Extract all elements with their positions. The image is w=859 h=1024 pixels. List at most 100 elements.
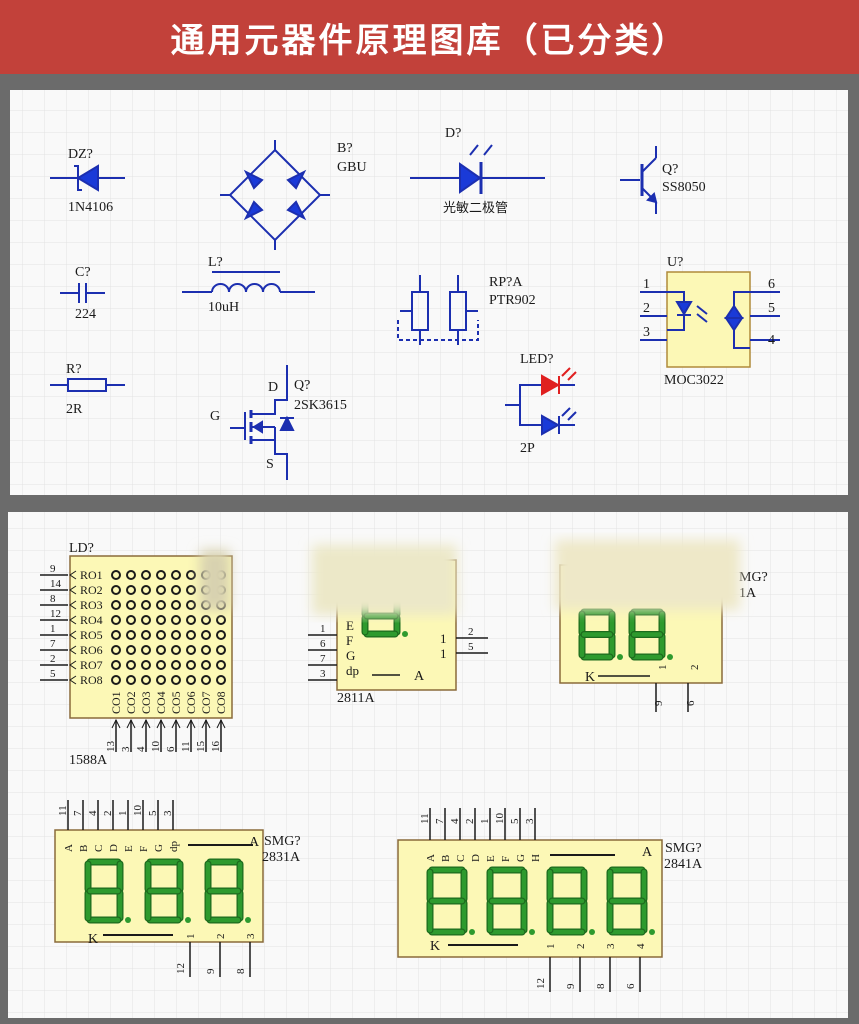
- matrix-led-dot: [201, 630, 211, 640]
- page-title: 通用元器件原理图库（已分类）: [0, 0, 859, 74]
- matrix-led-dot: [156, 645, 166, 655]
- pin-number: 6: [625, 983, 637, 989]
- optocoupler-value: MOC3022: [664, 373, 724, 388]
- pin-number: 10: [132, 805, 144, 817]
- photodiode-symbol: [410, 144, 545, 194]
- pin-number: 7: [72, 810, 84, 816]
- seg1-value: 2811A: [337, 691, 375, 706]
- pin-number: 2: [50, 653, 56, 665]
- led-pair-symbol: [505, 367, 577, 436]
- matrix-led-dot: [216, 630, 226, 640]
- mosfet-source-label: S: [266, 457, 274, 472]
- pin-arrow: [69, 675, 77, 685]
- matrix-led-dot: [111, 675, 121, 685]
- pin-number: 5: [468, 641, 474, 653]
- seg1-common: A: [414, 669, 425, 684]
- pin-number: 7: [320, 653, 326, 665]
- digit-label: 3: [605, 943, 617, 949]
- pin-number: 9: [205, 968, 217, 974]
- bridge-designator: B?: [337, 141, 353, 156]
- matrix-led-dot: [186, 585, 196, 595]
- matrix-led-dot: [126, 615, 136, 625]
- matrix-row-label: RO2: [80, 583, 103, 597]
- pin-arrow: [111, 718, 121, 729]
- matrix-led-dot: [216, 675, 226, 685]
- segment-label: F: [346, 633, 353, 648]
- pin-arrow: [69, 630, 77, 640]
- segment-label: C: [455, 855, 467, 862]
- segment-label: D: [470, 854, 482, 862]
- segment-label: A: [63, 844, 75, 852]
- pin-arrow: [216, 718, 226, 729]
- decimal-point: [649, 929, 655, 935]
- zener-designator: DZ?: [68, 147, 93, 162]
- bridge-rectifier-symbol: [220, 140, 330, 250]
- matrix-col-label: CO1: [109, 691, 123, 714]
- matrix-col-label: CO4: [154, 691, 168, 714]
- matrix-led-dot: [111, 570, 121, 580]
- pin-arrow: [69, 660, 77, 670]
- pin-number: 1: [320, 623, 326, 635]
- matrix-led-dot: [156, 585, 166, 595]
- photodiode-designator: D?: [445, 126, 461, 141]
- pin-number: 12: [50, 608, 61, 620]
- matrix-led-dot: [141, 645, 151, 655]
- matrix-led-dot: [216, 660, 226, 670]
- transistor-designator: Q?: [662, 162, 678, 177]
- pin-number: 16: [210, 741, 222, 753]
- pin-arrow: [126, 718, 136, 729]
- digit-label: 1: [657, 665, 669, 671]
- pin-number: 10: [494, 813, 506, 825]
- matrix-row-label: RO3: [80, 598, 103, 612]
- matrix-led-dot: [156, 675, 166, 685]
- decimal-point: [125, 917, 131, 923]
- decimal-point: [589, 929, 595, 935]
- blurred-region: [200, 540, 740, 615]
- matrix-row-label: RO1: [80, 568, 103, 582]
- matrix-led-dot: [171, 645, 181, 655]
- photodiode-value: 光敏二极管: [443, 201, 508, 216]
- pin-number: 8: [50, 593, 56, 605]
- pin-number: 3: [120, 746, 132, 752]
- matrix-led-dot: [141, 675, 151, 685]
- segment-label: B: [78, 845, 90, 852]
- matrix-led-dot: [111, 660, 121, 670]
- seg4-anode: A: [642, 845, 653, 860]
- pin-number: 4: [449, 818, 461, 824]
- matrix-led-dot: [171, 660, 181, 670]
- matrix-row-label: RO8: [80, 673, 103, 687]
- digit-label: 2: [575, 944, 587, 950]
- matrix-led-dot: [111, 630, 121, 640]
- decimal-point: [667, 654, 673, 660]
- matrix-led-dot: [126, 660, 136, 670]
- inductor-symbol: [182, 271, 315, 293]
- decimal-point: [529, 929, 535, 935]
- transistor-value: SS8050: [662, 180, 706, 195]
- matrix-col-label: CO3: [139, 691, 153, 714]
- matrix-led-dot: [111, 645, 121, 655]
- potentiometer-value: PTR902: [489, 293, 536, 308]
- matrix-led-dot: [111, 615, 121, 625]
- matrix-led-dot: [171, 675, 181, 685]
- pin-number: 8: [235, 968, 247, 974]
- matrix-led-dot: [186, 570, 196, 580]
- matrix-row-label: RO4: [80, 613, 103, 627]
- matrix-led-dot: [171, 570, 181, 580]
- decimal-point: [245, 917, 251, 923]
- matrix-led-dot: [141, 615, 151, 625]
- optocoupler-symbol: [640, 271, 780, 368]
- segment-label: D: [108, 844, 120, 852]
- opto-pin: 5: [768, 301, 775, 316]
- matrix-led-dot: [201, 615, 211, 625]
- segment-label: G: [346, 648, 355, 663]
- pin-number: 11: [57, 805, 69, 816]
- opto-pin: 4: [768, 333, 775, 348]
- segment-label: G: [515, 854, 527, 862]
- decimal-point: [402, 631, 408, 637]
- matrix-led-dot: [141, 570, 151, 580]
- bridge-value: GBU: [337, 160, 367, 175]
- seg4-value: 2841A: [664, 857, 703, 872]
- matrix-led-dot: [156, 660, 166, 670]
- pin-number: 4: [135, 746, 147, 752]
- segment-label: E: [485, 855, 497, 862]
